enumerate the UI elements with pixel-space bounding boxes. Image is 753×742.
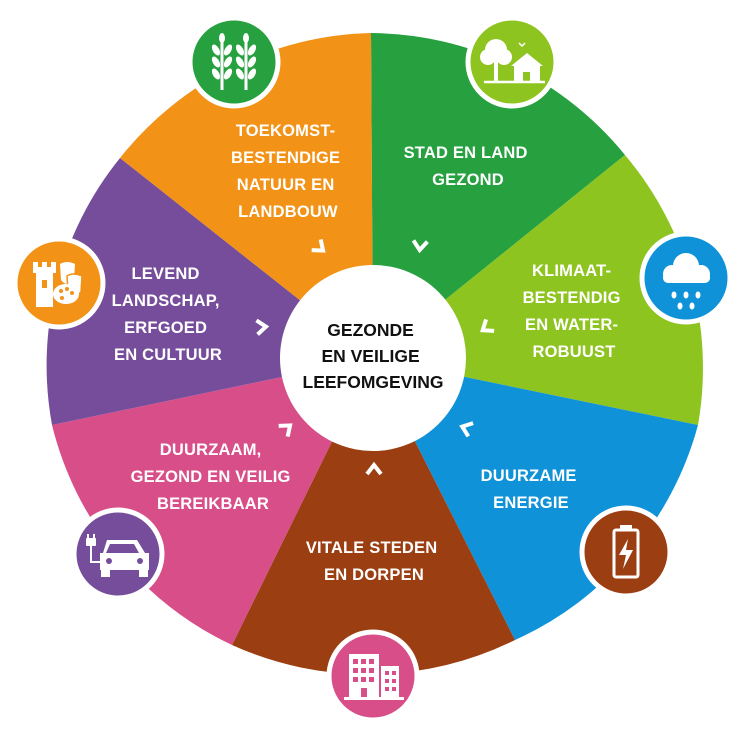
flow-arrow-6 <box>278 423 293 437</box>
center-circle <box>280 265 466 451</box>
icon-badge-steden <box>326 629 420 723</box>
icon-badge-landschap <box>12 236 106 330</box>
flow-arrow-7 <box>255 318 270 336</box>
icon-badge-klimaat <box>639 231 733 325</box>
segment-label-steden: VITALE STEDEN EN DORPEN <box>306 539 442 584</box>
wheat-icon <box>211 33 257 90</box>
wheel-segment-natuur <box>371 33 625 358</box>
segment-label-landschap: LEVEND LANDSCHAP, ERFGOED EN CULTUUR <box>112 265 225 364</box>
icon-badges <box>12 15 733 723</box>
wheel-segment-klimaat <box>373 358 698 640</box>
flow-arrow-2 <box>411 239 429 254</box>
culture-icon <box>33 262 83 307</box>
flow-arrow-4 <box>459 421 474 438</box>
tree-house-icon <box>480 39 545 84</box>
wheel-segment-steden <box>52 358 373 645</box>
center-label: GEZONDE EN VEILIGE LEEFOMGEVING <box>303 320 444 392</box>
icon-badge-bereik <box>71 507 165 601</box>
wheel-segment-landschap <box>120 33 373 358</box>
icon-badge-stadland <box>465 15 559 109</box>
segment-label-bereik: DUURZAAM, GEZOND EN VEILIG BEREIKBAAR <box>131 441 296 513</box>
icon-badge-energie <box>579 505 673 599</box>
rain-cloud-icon <box>663 253 710 310</box>
wheel-segment-energie <box>232 358 515 675</box>
icon-badge-natuur <box>187 15 281 109</box>
flow-arrows <box>255 239 495 476</box>
buildings-icon <box>344 654 404 700</box>
flow-arrow-3 <box>480 318 495 333</box>
segment-label-stadland: STAD EN LAND GEZOND <box>404 144 533 189</box>
battery-icon <box>612 525 640 579</box>
segment-label-klimaat: KLIMAAT- BESTENDIG EN WATER- ROBUUST <box>523 262 626 361</box>
segment-label-energie: DUURZAME ENERGIE <box>481 467 582 512</box>
electric-car-icon <box>86 534 149 577</box>
flow-arrow-1 <box>311 239 326 253</box>
flow-arrow-5 <box>365 461 383 476</box>
segment-label-natuur: TOEKOMST- BESTENDIGE NATUUR EN LANDBOUW <box>231 122 345 221</box>
